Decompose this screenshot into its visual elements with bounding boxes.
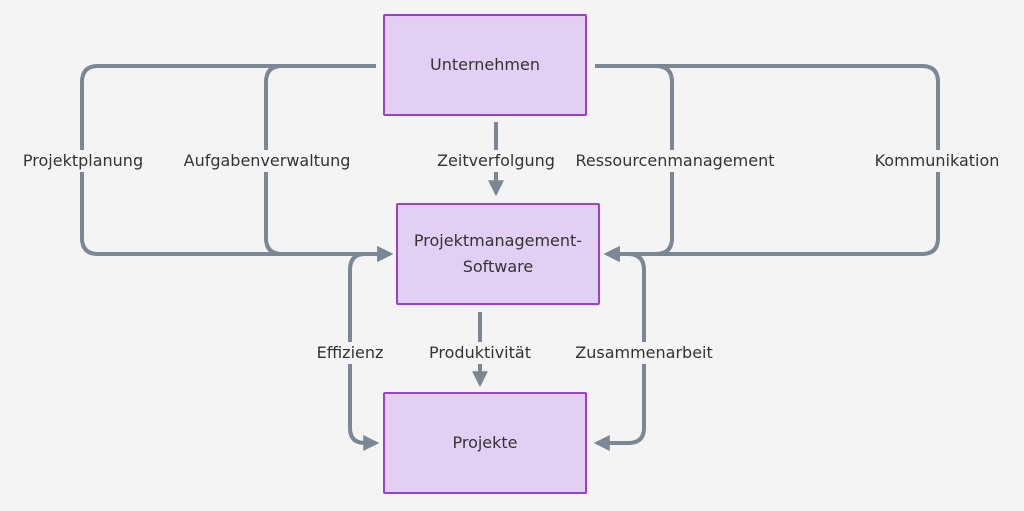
edge-label-effizienz: Effizienz [314, 342, 386, 364]
edge-label-zusammenarbeit: Zusammenarbeit [573, 342, 715, 364]
node-projekte-label: Projekte [452, 433, 518, 452]
edge-label-projektplanung: Projektplanung [20, 150, 146, 172]
node-projekte: Projekte [383, 392, 587, 494]
edge-label-zeitverfolgung: Zeitverfolgung [435, 150, 557, 172]
edge-label-ressourcenmanagement: Ressourcenmanagement [573, 150, 777, 172]
edge-label-aufgabenverwaltung: Aufgabenverwaltung [181, 150, 353, 172]
node-unternehmen: Unternehmen [383, 14, 587, 116]
node-software-label: Projektmanagement- Software [413, 231, 583, 276]
edge-label-kommunikation: Kommunikation [872, 150, 1002, 172]
node-unternehmen-label: Unternehmen [430, 55, 540, 74]
edge-label-produktivitaet: Produktivität [427, 342, 533, 364]
node-projektmanagement-software: Projektmanagement- Software [396, 203, 600, 305]
